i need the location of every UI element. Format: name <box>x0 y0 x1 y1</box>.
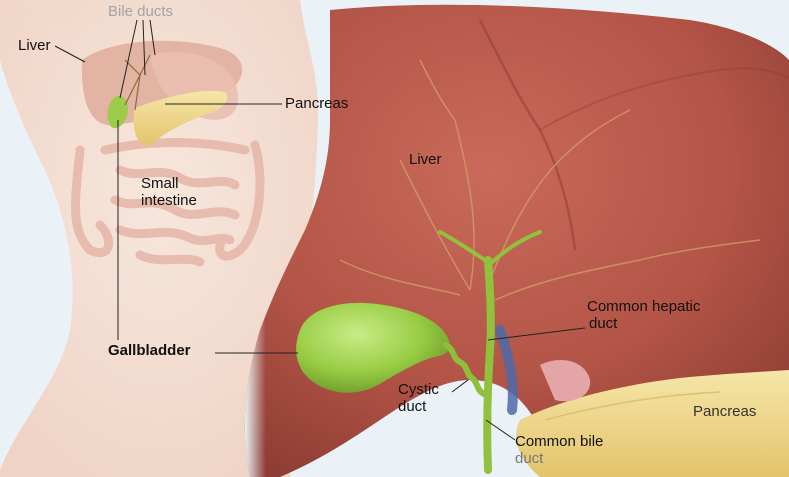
label-small-intestine: Small intestine <box>141 176 197 209</box>
label-common-hepatic-line2: duct <box>587 316 700 333</box>
label-bile-ducts: Bile ducts <box>108 4 173 21</box>
label-cystic-line2: duct <box>398 399 439 416</box>
label-pancreas-large: Pancreas <box>693 404 756 421</box>
label-small-intestine-line1: Small <box>141 176 197 193</box>
label-common-hepatic-line1: Common hepatic <box>587 299 700 316</box>
label-common-bile-duct: Common bile duct <box>515 434 603 467</box>
label-common-hepatic-duct: Common hepatic duct <box>587 299 700 332</box>
label-cystic-duct: Cystic duct <box>398 382 439 415</box>
label-common-bile-line1: Common bile <box>515 434 603 451</box>
label-liver-large: Liver <box>409 152 442 169</box>
label-common-bile-line2: duct <box>515 451 603 468</box>
label-cystic-line1: Cystic <box>398 382 439 399</box>
label-liver-small: Liver <box>18 38 51 55</box>
label-small-intestine-line2: intestine <box>141 193 197 210</box>
label-gallbladder: Gallbladder <box>108 343 191 360</box>
label-pancreas-small: Pancreas <box>285 96 348 113</box>
